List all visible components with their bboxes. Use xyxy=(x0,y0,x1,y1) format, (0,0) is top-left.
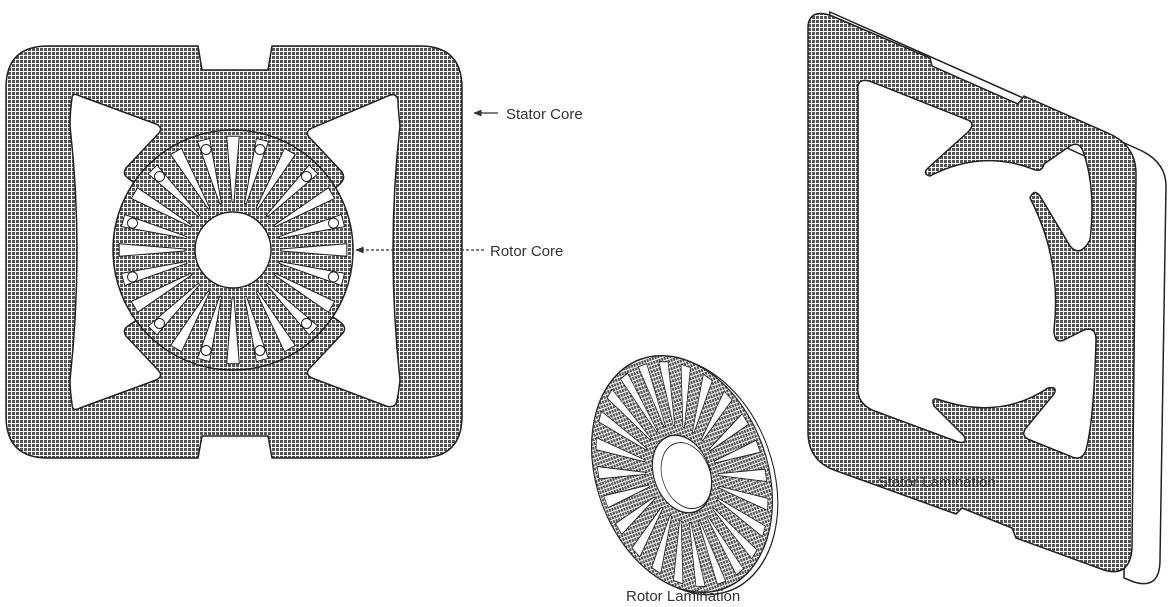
rotor-slot xyxy=(226,297,240,365)
rotor-core-label: Rotor Core xyxy=(490,243,563,260)
rotor-bar xyxy=(154,171,165,182)
rotor-slot xyxy=(280,243,348,257)
rotor-slot xyxy=(716,497,766,538)
rotor-lamination xyxy=(590,354,779,596)
rotor-slot xyxy=(120,213,188,240)
rotor-bar xyxy=(301,318,312,329)
rotor-slot xyxy=(130,186,193,228)
rotor-slot xyxy=(658,361,676,427)
stator-lamination-face xyxy=(807,12,1137,573)
rotor-bar xyxy=(254,345,266,356)
rotor-bar xyxy=(301,171,312,182)
rotor-lamination-hole-inner xyxy=(660,442,712,510)
rotor-slot xyxy=(651,514,673,575)
rotor-slot xyxy=(631,506,664,558)
rotor-bar xyxy=(200,345,212,356)
rotor-slot xyxy=(680,363,691,429)
stator-lamination-label: Stator Lamination xyxy=(878,474,996,491)
rotor-lamination-label: Rotor Lamination xyxy=(626,588,740,605)
rotor-slot xyxy=(226,135,240,203)
rotor-slot xyxy=(712,507,758,560)
rotor-slot xyxy=(688,521,706,587)
rotor-slot xyxy=(717,468,768,483)
rotor-slot xyxy=(130,272,193,314)
rotor-core xyxy=(112,129,354,371)
rotor-slot xyxy=(603,484,650,509)
rotor-slot xyxy=(169,290,211,353)
rotor-bar xyxy=(127,217,138,229)
rotor-shaft-hole xyxy=(194,211,272,289)
rotor-slot xyxy=(714,439,761,464)
rotor-slot xyxy=(243,137,270,205)
rotor-slot xyxy=(691,373,713,434)
rotor-slot xyxy=(120,260,188,287)
stator-core-label: Stator Core xyxy=(506,106,583,123)
rotor-slot xyxy=(718,485,769,511)
rotor-slot xyxy=(708,412,750,452)
rotor-slot xyxy=(606,388,652,441)
rotor-slot xyxy=(169,147,211,210)
rotor-bar xyxy=(254,144,266,155)
rotor-slot xyxy=(255,147,297,210)
rotor-lamination-hole xyxy=(651,434,713,514)
rotor-slot xyxy=(598,410,648,451)
rotor-lamination-slots xyxy=(595,361,769,587)
rotor-slot xyxy=(596,465,647,480)
rotor-slot xyxy=(273,272,336,314)
rotor-slot xyxy=(705,515,744,576)
rotor-slot xyxy=(620,372,659,433)
rotor-slot xyxy=(637,363,667,428)
rotor-bar xyxy=(127,271,138,283)
rotor-slot xyxy=(196,295,223,363)
rotor-slot xyxy=(118,243,186,257)
rotor-slot xyxy=(697,520,727,585)
rotor-bar xyxy=(200,144,212,155)
stator-lamination xyxy=(807,10,1167,585)
rotor-slot xyxy=(595,437,646,463)
rotor-slot xyxy=(614,496,656,536)
rotor-slot xyxy=(278,213,346,240)
rotor-slot xyxy=(278,260,346,287)
rotor-bar xyxy=(328,271,339,283)
rotor-slot xyxy=(273,186,336,228)
rotor-slot xyxy=(673,519,684,585)
rotor-slot xyxy=(255,290,297,353)
rotor-bar xyxy=(328,217,339,229)
rotor-slot xyxy=(196,137,223,205)
rotor-slot xyxy=(243,295,270,363)
rotor-bars xyxy=(127,144,339,356)
rotor-bar xyxy=(154,318,165,329)
rotor-slot xyxy=(700,390,733,442)
